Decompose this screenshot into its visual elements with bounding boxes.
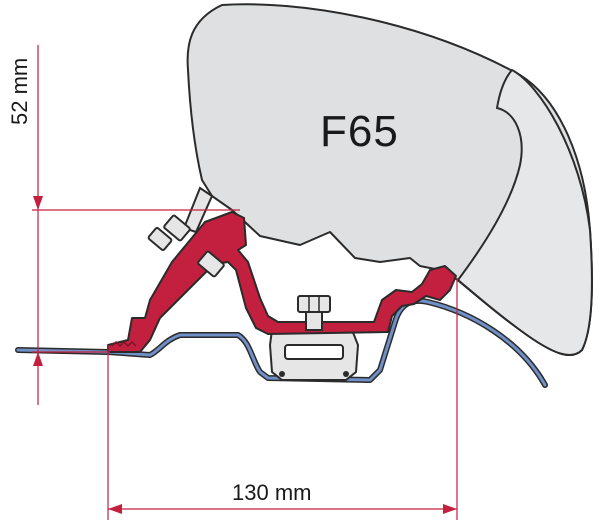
awning-front-panel bbox=[457, 69, 593, 357]
horizontal-arrow-left bbox=[108, 504, 122, 514]
nut-lower bbox=[147, 227, 173, 251]
horizontal-dimension-label: 130 mm bbox=[232, 480, 311, 505]
vertical-arrow-top bbox=[33, 196, 43, 210]
vehicle-roof-profile bbox=[15, 298, 548, 388]
bracket-teeth bbox=[111, 340, 137, 348]
vertical-dimension: 52 mm bbox=[7, 45, 240, 405]
clamp-nut bbox=[297, 295, 331, 313]
vertical-dimension-label: 52 mm bbox=[7, 58, 32, 125]
awning-housing: F65 bbox=[186, 3, 593, 357]
nut-upper bbox=[197, 250, 225, 278]
horizontal-arrow-right bbox=[443, 504, 457, 514]
clamp-slot bbox=[284, 344, 344, 360]
horizontal-dimension: 130 mm bbox=[107, 278, 458, 520]
clamp-hole-right bbox=[343, 371, 349, 377]
bracket-profile bbox=[107, 211, 457, 353]
model-label: F65 bbox=[320, 107, 399, 156]
clamp-fixing-hardware bbox=[297, 295, 331, 331]
clamp-hole-left bbox=[279, 371, 285, 377]
adapter-bracket bbox=[107, 211, 457, 353]
bolt-head-upper bbox=[163, 214, 191, 242]
roof-rail-clamp bbox=[268, 329, 360, 381]
vertical-arrow-bottom bbox=[33, 352, 43, 366]
roof-line-inner bbox=[16, 299, 547, 387]
